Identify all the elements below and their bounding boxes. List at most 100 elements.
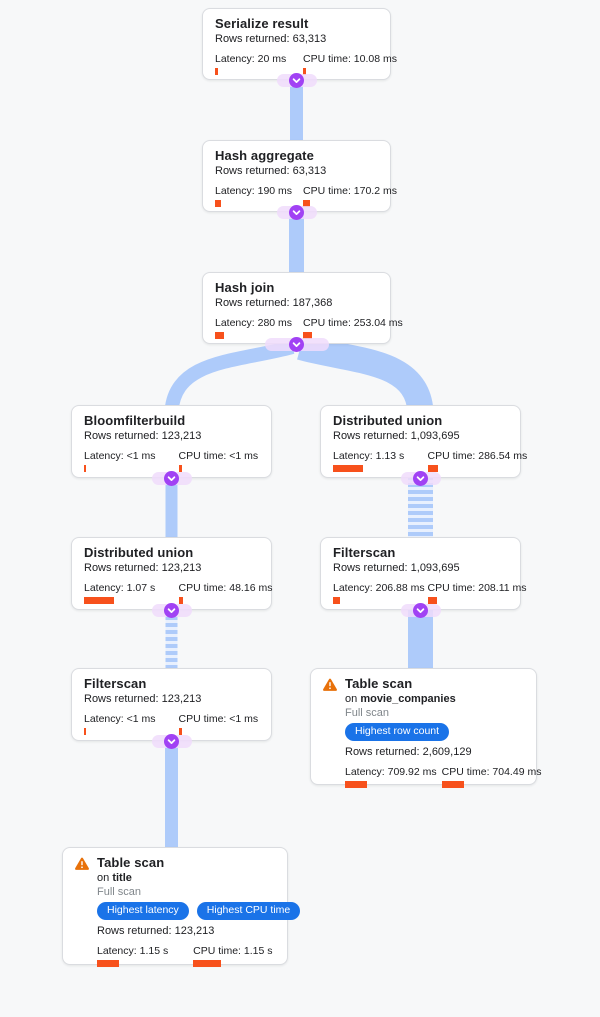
node-table-scan-left[interactable]: Table scan on title Full scan Highest la… bbox=[62, 847, 301, 967]
cpu-time-bar bbox=[441, 781, 464, 788]
latency-metric: Latency: 190 ms bbox=[215, 185, 303, 207]
node-distributed-union-right[interactable]: Distributed union Rows returned: 1,093,6… bbox=[320, 405, 528, 478]
chevron-down-icon bbox=[292, 77, 301, 83]
expand-connector[interactable] bbox=[289, 204, 304, 220]
metrics-row: Latency: 20 ms CPU time: 10.08 ms bbox=[215, 53, 397, 75]
rows-returned: Rows returned: 123,213 bbox=[97, 925, 215, 937]
node-title: Serialize result bbox=[215, 16, 309, 31]
expand-connector[interactable] bbox=[164, 602, 179, 618]
expand-connector[interactable] bbox=[164, 470, 179, 486]
latency-label: Latency: 1.07 s bbox=[84, 582, 156, 594]
latency-label: Latency: <1 ms bbox=[84, 450, 156, 462]
latency-label: Latency: 190 ms bbox=[215, 185, 293, 197]
cpu-time-bar bbox=[303, 200, 311, 207]
cpu-time-label: CPU time: 253.04 ms bbox=[303, 317, 403, 329]
chevron-down-icon bbox=[292, 341, 301, 347]
cpu-time-bar bbox=[178, 597, 183, 604]
cpu-time-label: CPU time: 1.15 s bbox=[193, 945, 273, 957]
chevron-down-icon bbox=[416, 607, 425, 613]
expand-connector[interactable] bbox=[289, 336, 304, 352]
metrics-row: Latency: 206.88 ms CPU time: 208.11 ms bbox=[333, 582, 527, 604]
latency-metric: Latency: 709.92 ms bbox=[345, 766, 442, 788]
metrics-row: Latency: 1.13 s CPU time: 286.54 ms bbox=[333, 450, 528, 472]
metrics-row: Latency: <1 ms CPU time: <1 ms bbox=[84, 450, 259, 472]
metrics-row: Latency: 280 ms CPU time: 253.04 ms bbox=[215, 317, 403, 339]
latency-label: Latency: 709.92 ms bbox=[345, 766, 437, 778]
rows-returned: Rows returned: 1,093,695 bbox=[333, 562, 460, 574]
latency-bar bbox=[333, 597, 340, 604]
node-bloomfilterbuild[interactable]: Bloomfilterbuild Rows returned: 123,213 … bbox=[71, 405, 272, 478]
cpu-time-metric: CPU time: 253.04 ms bbox=[303, 317, 403, 339]
cpu-time-bar bbox=[178, 465, 182, 472]
latency-label: Latency: 1.13 s bbox=[333, 450, 405, 462]
cpu-time-label: CPU time: <1 ms bbox=[178, 713, 259, 725]
latency-metric: Latency: 1.15 s bbox=[97, 945, 193, 967]
warning-icon bbox=[75, 857, 89, 957]
cpu-time-metric: CPU time: <1 ms bbox=[178, 450, 260, 472]
latency-label: Latency: <1 ms bbox=[84, 713, 156, 725]
expand-connector[interactable] bbox=[413, 470, 428, 486]
metrics-row: Latency: 190 ms CPU time: 170.2 ms bbox=[215, 185, 397, 207]
node-filterscan-right[interactable]: Filterscan Rows returned: 1,093,695 Late… bbox=[320, 537, 527, 610]
plan-node-body: Table scan on title Full scan Highest la… bbox=[97, 855, 301, 967]
metrics-row: Latency: 709.92 ms CPU time: 704.49 ms bbox=[345, 766, 541, 788]
rows-returned: Rows returned: 63,313 bbox=[215, 33, 327, 45]
latency-metric: Latency: 1.07 s bbox=[84, 582, 179, 604]
flow-link bbox=[165, 737, 178, 853]
status-badge: Highest CPU time bbox=[196, 902, 301, 920]
warning-icon bbox=[323, 678, 337, 777]
cpu-time-bar bbox=[427, 597, 437, 604]
chevron-down-icon bbox=[292, 209, 301, 215]
cpu-time-metric: CPU time: <1 ms bbox=[178, 713, 260, 735]
node-distributed-union-left[interactable]: Distributed union Rows returned: 123,213… bbox=[71, 537, 272, 610]
plan-node-body: Table scan on movie_companies Full scan … bbox=[345, 676, 541, 788]
latency-label: Latency: 20 ms bbox=[215, 53, 287, 65]
scan-type-label: Full scan bbox=[97, 886, 142, 898]
node-serialize-result[interactable]: Serialize result Rows returned: 63,313 L… bbox=[202, 8, 397, 80]
cpu-time-label: CPU time: 48.16 ms bbox=[178, 582, 273, 594]
cpu-time-label: CPU time: 10.08 ms bbox=[303, 53, 397, 65]
expand-connector[interactable] bbox=[413, 602, 428, 618]
cpu-time-metric: CPU time: 1.15 s bbox=[193, 945, 275, 967]
cpu-time-metric: CPU time: 208.11 ms bbox=[427, 582, 527, 604]
plan-node-body: Bloomfilterbuild Rows returned: 123,213 … bbox=[84, 413, 259, 472]
rows-returned: Rows returned: 2,609,129 bbox=[345, 746, 472, 758]
rows-returned: Rows returned: 1,093,695 bbox=[333, 430, 460, 442]
expand-connector[interactable] bbox=[289, 72, 304, 88]
expand-connector[interactable] bbox=[164, 733, 179, 749]
table-name: title bbox=[112, 872, 132, 884]
cpu-time-metric: CPU time: 48.16 ms bbox=[178, 582, 273, 604]
node-table-line: on movie_companies bbox=[345, 692, 524, 706]
cpu-time-metric: CPU time: 170.2 ms bbox=[303, 185, 397, 207]
on-prefix: on bbox=[345, 693, 358, 705]
plan-node-body: Distributed union Rows returned: 123,213… bbox=[84, 545, 273, 604]
metrics-row: Latency: 1.07 s CPU time: 48.16 ms bbox=[84, 582, 273, 604]
chevron-down-icon bbox=[167, 738, 176, 744]
chevron-down-icon bbox=[416, 475, 425, 481]
node-title: Filterscan bbox=[84, 676, 147, 691]
latency-bar bbox=[84, 597, 114, 604]
node-filterscan-left[interactable]: Filterscan Rows returned: 123,213 Latenc… bbox=[71, 668, 272, 741]
cpu-time-bar bbox=[178, 728, 182, 735]
flow-link bbox=[165, 474, 178, 543]
flow-link bbox=[408, 474, 433, 543]
node-title: Bloomfilterbuild bbox=[84, 413, 186, 428]
latency-metric: Latency: <1 ms bbox=[84, 713, 179, 735]
cpu-time-label: CPU time: 208.11 ms bbox=[427, 582, 527, 594]
cpu-time-label: CPU time: 286.54 ms bbox=[427, 450, 528, 462]
rows-returned: Rows returned: 123,213 bbox=[84, 693, 202, 705]
rows-returned: Rows returned: 187,368 bbox=[215, 297, 333, 309]
latency-bar bbox=[97, 960, 119, 967]
node-hash-aggregate[interactable]: Hash aggregate Rows returned: 63,313 Lat… bbox=[202, 140, 397, 212]
flow-link bbox=[290, 76, 303, 146]
node-table-scan-right[interactable]: Table scan on movie_companies Full scan … bbox=[310, 668, 541, 788]
status-badge: Highest row count bbox=[345, 723, 450, 741]
node-title: Distributed union bbox=[84, 545, 194, 560]
plan-node-body: Distributed union Rows returned: 1,093,6… bbox=[333, 413, 528, 472]
node-hash-join[interactable]: Hash join Rows returned: 187,368 Latency… bbox=[202, 272, 403, 344]
flow-link bbox=[164, 340, 295, 413]
cpu-time-bar bbox=[303, 332, 313, 339]
cpu-time-bar bbox=[193, 960, 222, 967]
node-title: Hash aggregate bbox=[215, 148, 314, 163]
